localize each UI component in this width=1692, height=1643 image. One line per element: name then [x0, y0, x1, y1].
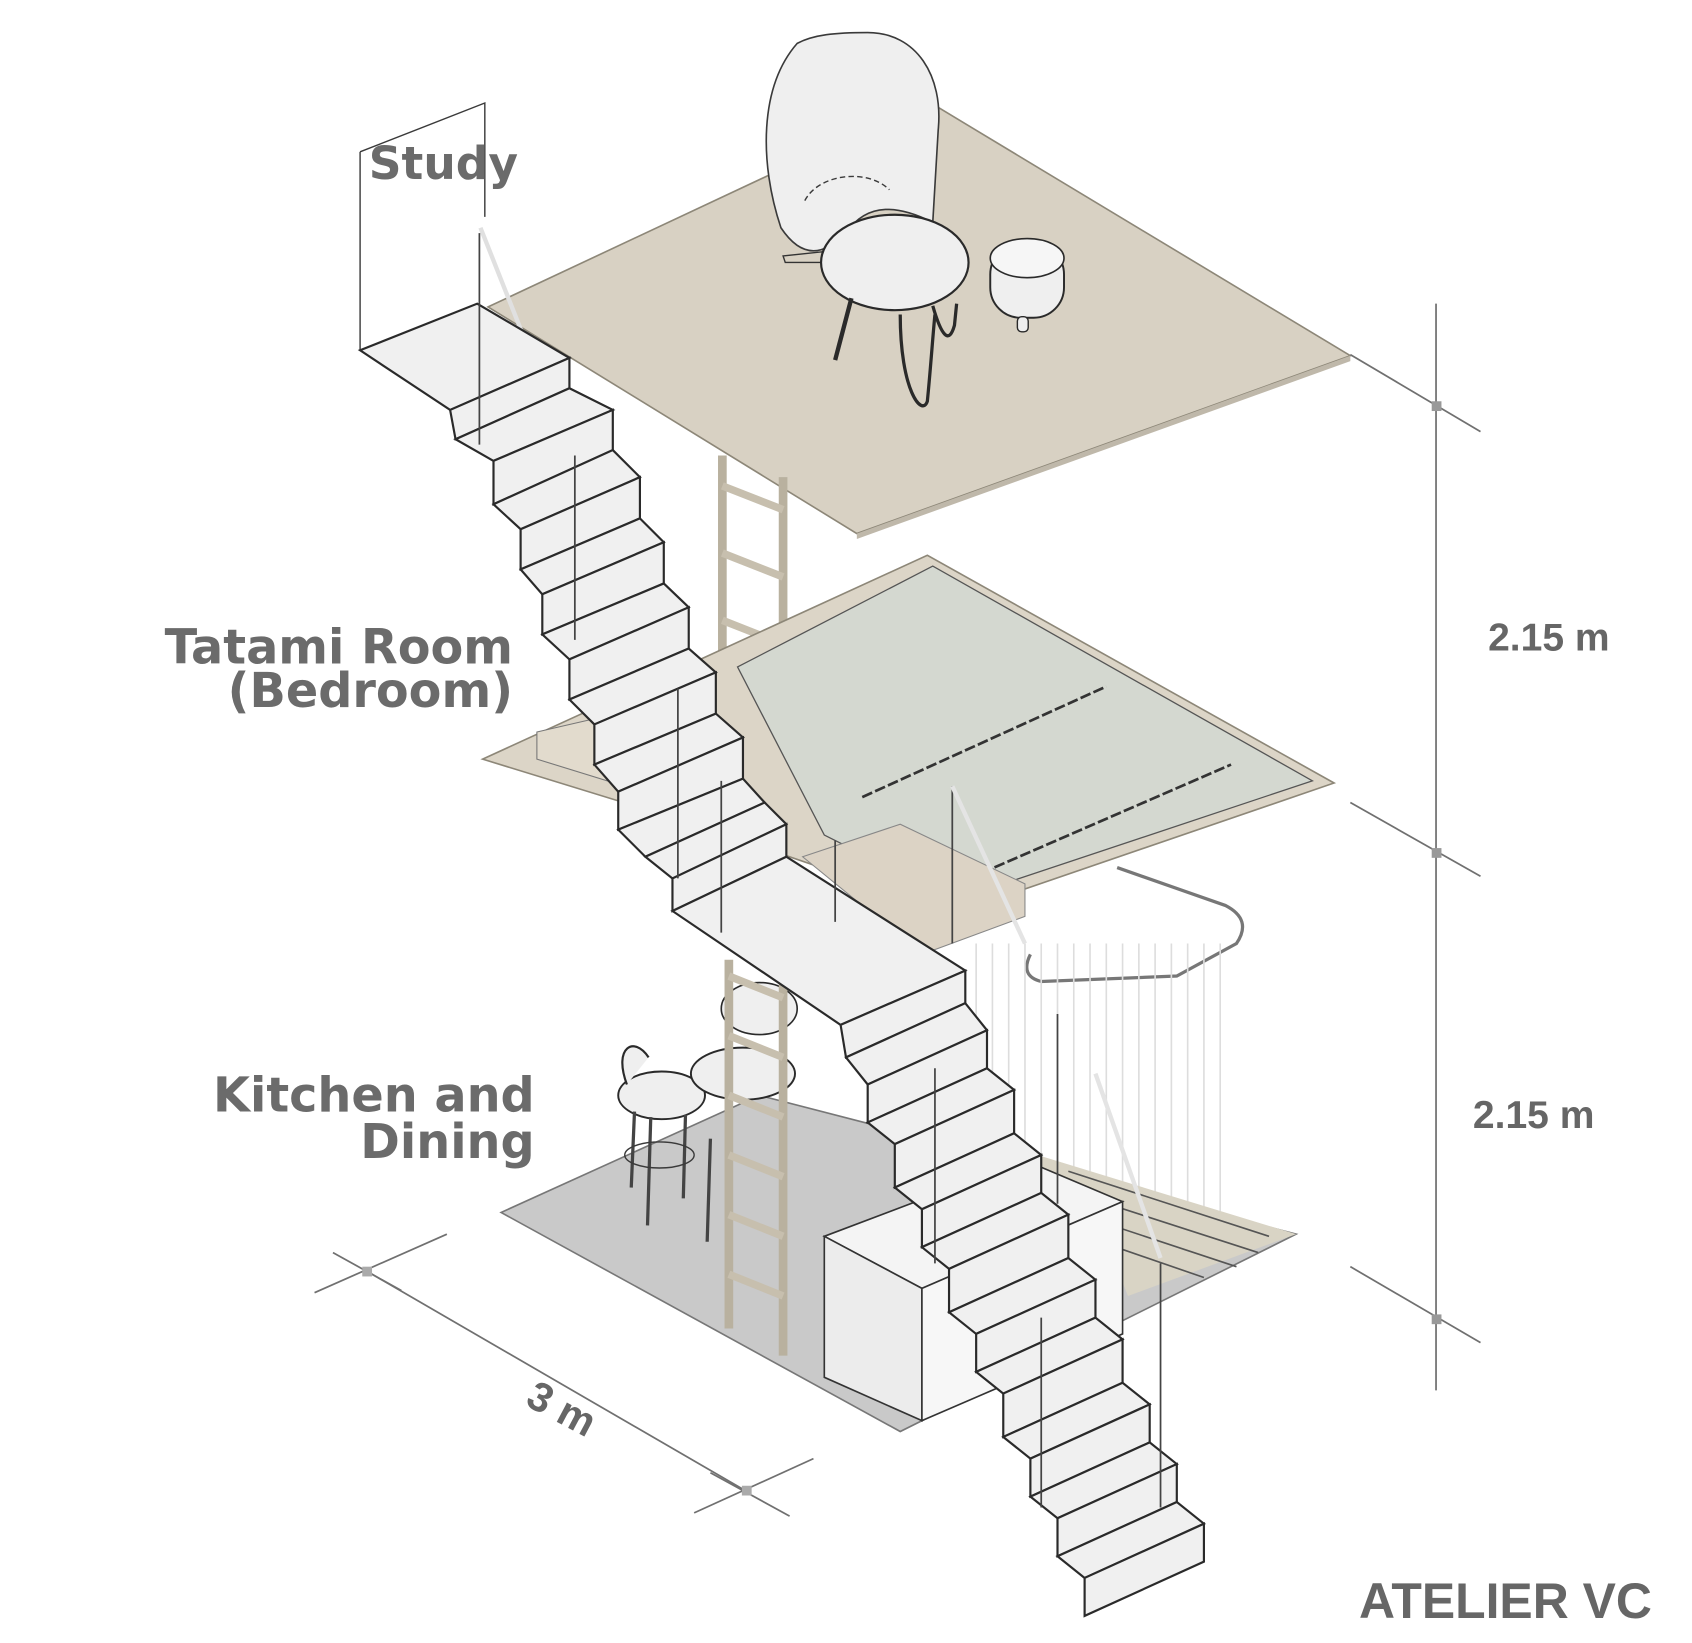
staircase	[357, 302, 1206, 1618]
pouf-icon	[989, 237, 1065, 333]
dining-set-icon	[617, 981, 799, 1242]
ladder-lower-icon	[724, 959, 788, 1356]
width-label: 3 m	[520, 1372, 604, 1446]
study-label: Study	[369, 137, 518, 190]
watermark: ATELIER VC	[1359, 1573, 1652, 1629]
lounge-chair-icon	[765, 31, 940, 264]
study-level	[359, 31, 1353, 539]
side-table-icon	[819, 213, 970, 408]
upper-height-label: 2.15 m	[1488, 617, 1610, 660]
kitchen-label: Kitchen and	[213, 1069, 535, 1124]
tatami-room-label: Tatami Room	[165, 621, 513, 676]
lower-height-label: 2.15 m	[1473, 1094, 1595, 1137]
bedroom-label: (Bedroom)	[228, 664, 513, 719]
width-dimension	[314, 1233, 814, 1517]
dining-label: Dining	[360, 1115, 534, 1170]
handrail	[478, 233, 1162, 1508]
height-dimension	[1349, 303, 1481, 1391]
